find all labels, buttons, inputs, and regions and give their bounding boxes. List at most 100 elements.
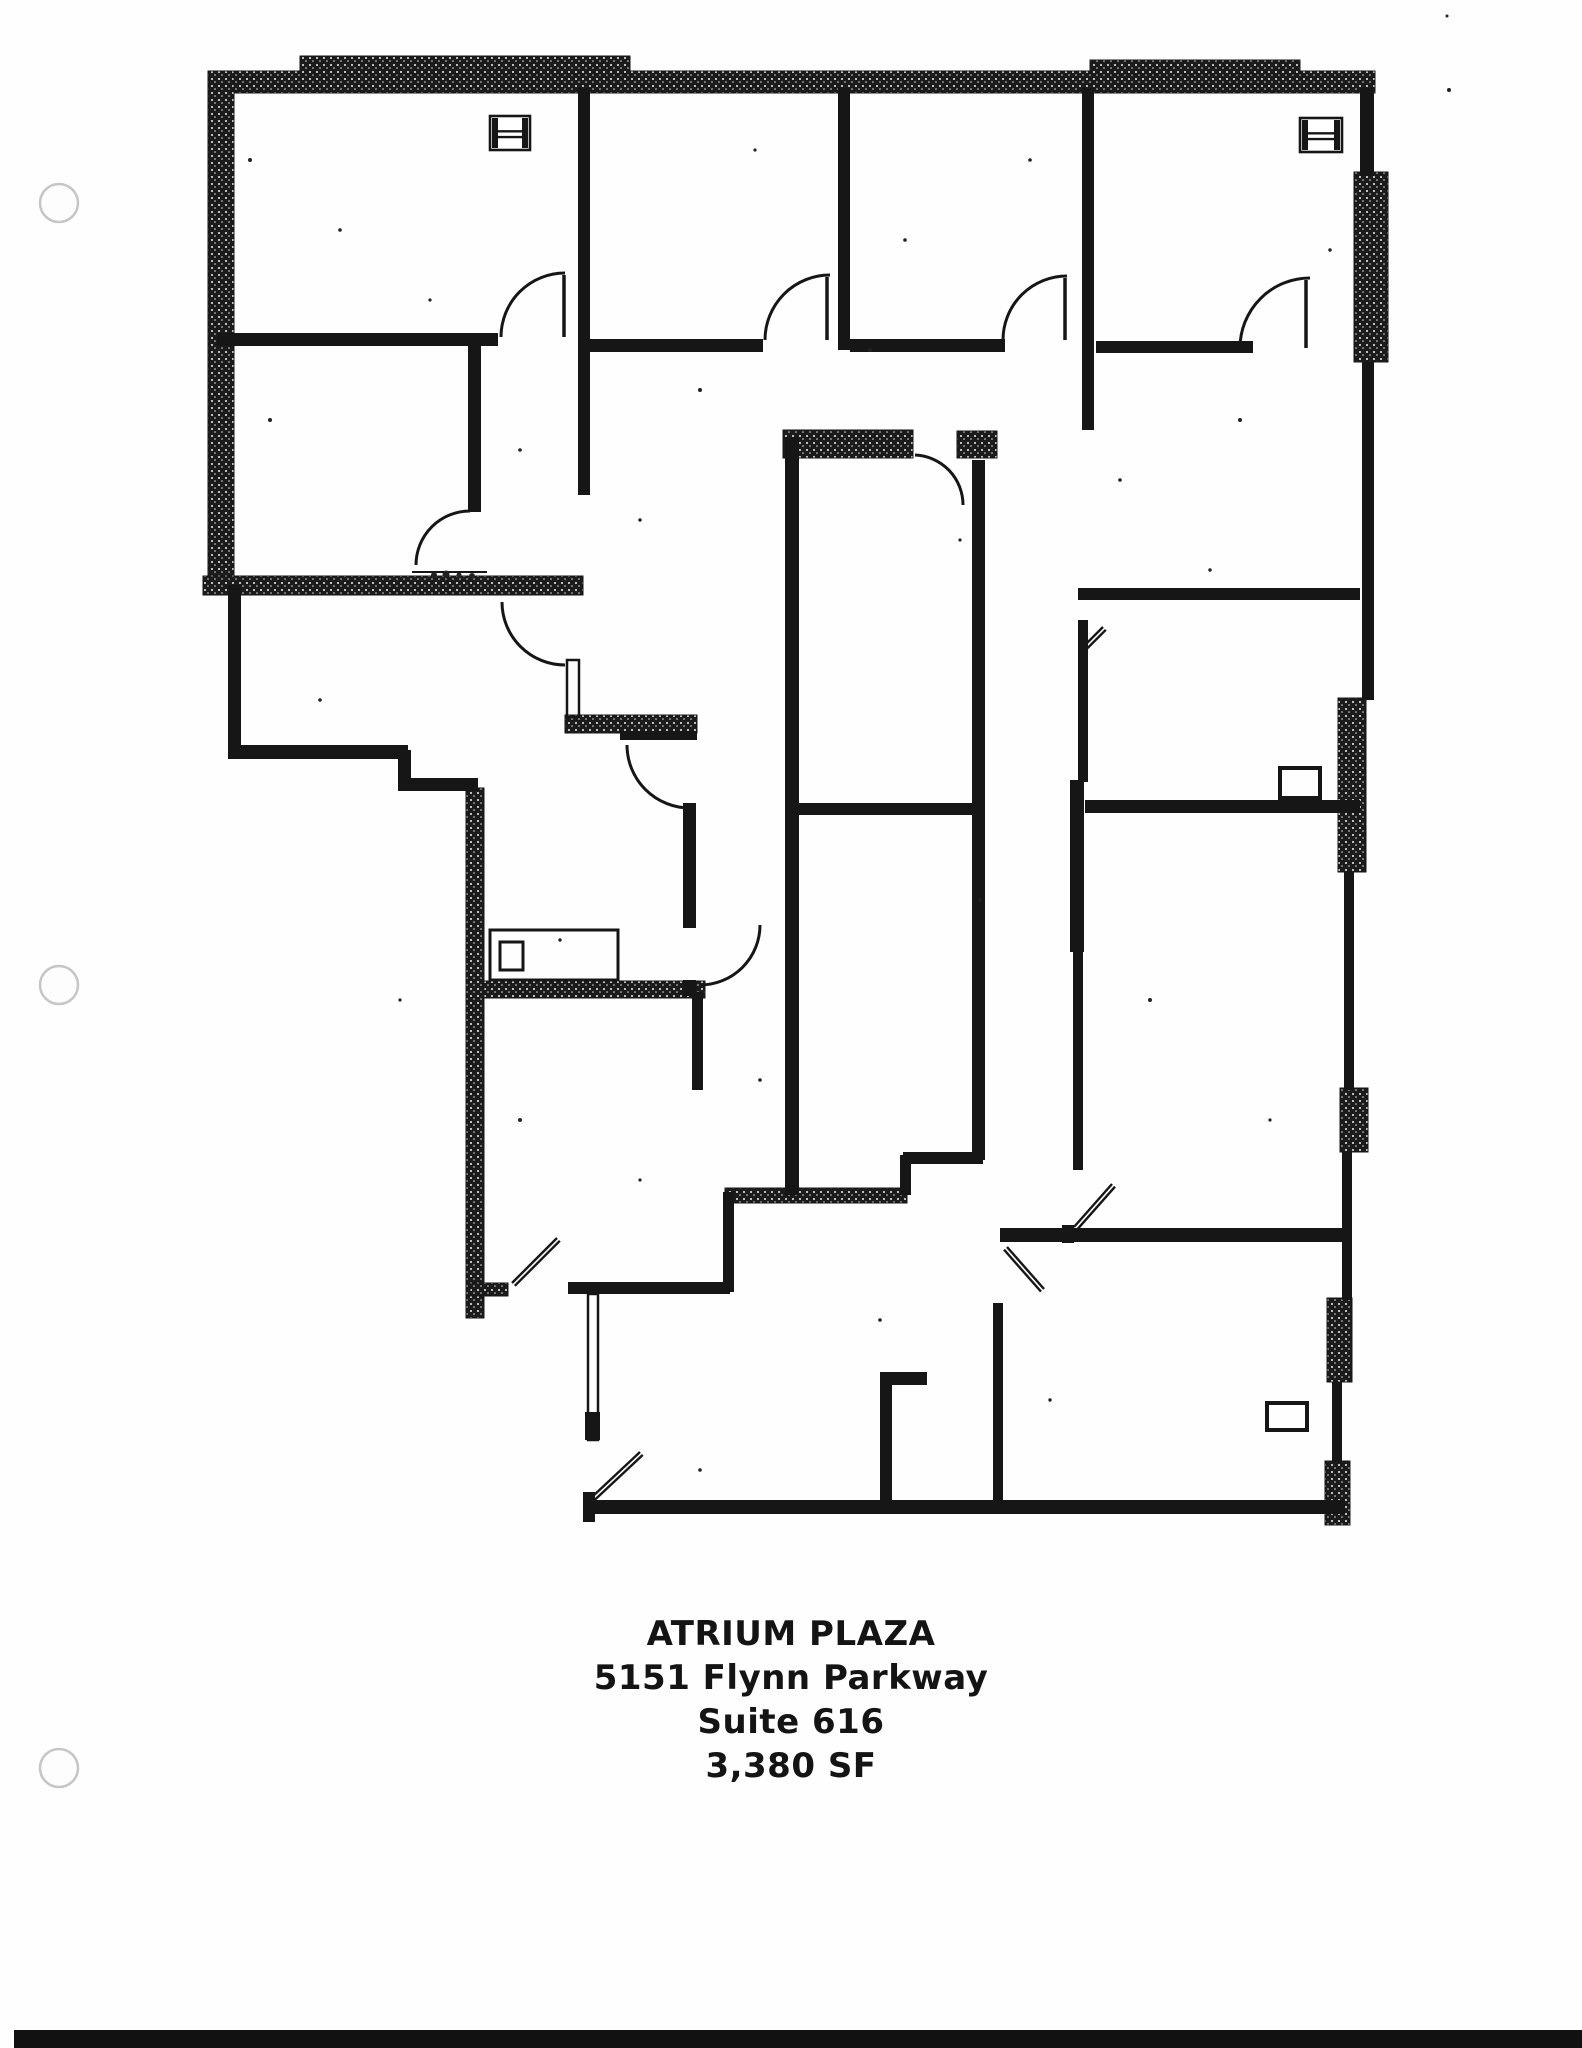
suite-number: Suite 616: [697, 1702, 885, 1742]
wall-hatched: [1339, 1087, 1369, 1153]
scan-noise-speck: [1208, 568, 1212, 572]
wall-hatched: [1353, 171, 1389, 363]
wall: [398, 778, 478, 791]
wall-hatched: [724, 1187, 908, 1204]
wall-hatched: [299, 55, 631, 75]
wall-hatched: [1337, 697, 1367, 873]
hole-punch: [38, 182, 80, 224]
wall: [1096, 341, 1253, 353]
scan-noise-speck: [268, 418, 272, 422]
wall: [795, 803, 975, 815]
wall-hatched: [202, 575, 584, 596]
wall-hatched: [1326, 1297, 1353, 1383]
door-leaf-open: [511, 1237, 558, 1284]
wall: [585, 1500, 1345, 1514]
wall-hatched: [564, 714, 698, 734]
window-icon: [1334, 120, 1340, 150]
wall: [1362, 362, 1374, 700]
street-address: 5151 Flynn Parkway: [593, 1658, 989, 1698]
wall: [468, 340, 481, 512]
scan-noise-speck: [758, 1078, 762, 1082]
scan-noise-speck: [469, 573, 475, 579]
wall-hatched: [782, 429, 914, 459]
scan-noise-speck: [1447, 88, 1451, 92]
wall: [1344, 872, 1354, 1090]
scan-noise-speck: [638, 518, 642, 522]
wall-hatched: [1324, 1460, 1351, 1526]
scan-noise-speck: [698, 1468, 702, 1472]
wall: [1062, 1225, 1074, 1243]
wall: [620, 731, 697, 740]
scan-noise-speck: [753, 148, 757, 152]
wall: [1073, 950, 1083, 1170]
counter-box: [498, 940, 525, 972]
door-swing-arc: [699, 924, 762, 987]
hole-punch: [38, 1747, 80, 1789]
wall: [1332, 1382, 1342, 1462]
wall: [683, 803, 696, 928]
scan-noise-speck: [903, 238, 907, 242]
scan-noise-speck: [868, 348, 872, 352]
wall-hatched: [1089, 59, 1301, 75]
wall-hatched: [207, 70, 235, 594]
door-leaf-open: [1006, 1246, 1045, 1290]
fixture-box: [1265, 1401, 1309, 1432]
door-swing-arc: [625, 744, 691, 810]
wall: [1078, 620, 1088, 782]
wall: [692, 992, 703, 1090]
scan-noise-speck: [442, 570, 450, 578]
square-footage: 3,380 SF: [705, 1746, 877, 1786]
window-icon: [492, 118, 498, 148]
scan-noise-speck: [428, 298, 432, 302]
door-leaf-open: [591, 1451, 641, 1498]
scan-noise-speck: [878, 1318, 882, 1322]
scan-noise-speck: [1118, 478, 1122, 482]
wall: [850, 339, 1005, 352]
wall: [723, 1192, 734, 1292]
building-name: ATRIUM PLAZA: [646, 1614, 936, 1654]
scan-noise-speck: [1238, 418, 1242, 422]
fixture-box: [1278, 766, 1322, 800]
scan-noise-speck: [468, 858, 472, 862]
door-leaf-open: [1003, 1248, 1042, 1293]
wall: [903, 1152, 983, 1164]
door-leaf-open: [513, 1239, 561, 1287]
wall: [1078, 588, 1360, 600]
wall-thin: [565, 658, 581, 719]
wall: [880, 1372, 927, 1385]
scan-noise-speck: [318, 698, 322, 702]
scan-noise-speck: [1148, 998, 1152, 1002]
scan-noise-speck: [518, 1118, 522, 1122]
door-swing-arc: [1001, 274, 1068, 341]
door-leaf-open: [1079, 626, 1104, 651]
door-swing-arc: [414, 509, 471, 566]
wall: [972, 460, 985, 1160]
wall-thin: [586, 1292, 600, 1442]
scan-noise-speck: [431, 572, 437, 578]
scan-noise-speck: [978, 898, 982, 902]
wall: [1360, 88, 1374, 176]
wall-hatched: [476, 980, 706, 999]
scan-noise-speck: [698, 388, 702, 392]
wall: [1342, 1152, 1352, 1300]
wall: [1000, 1228, 1345, 1242]
scan-noise-speck: [456, 572, 462, 578]
wall: [1070, 780, 1084, 952]
door-leaf-open: [1081, 628, 1107, 654]
wall: [217, 333, 498, 346]
scan-noise-speck: [1048, 1398, 1052, 1402]
wall: [1085, 800, 1360, 813]
wall: [900, 1155, 911, 1195]
wall: [578, 339, 763, 352]
wall: [228, 745, 408, 759]
scan-noise-speck: [1445, 14, 1449, 18]
wall: [785, 437, 799, 1195]
door-leaf-open: [1076, 1185, 1116, 1231]
scan-noise-speck: [1028, 158, 1032, 162]
scan-noise-speck: [518, 448, 522, 452]
wall: [578, 88, 590, 495]
wall-hatched: [469, 1282, 509, 1297]
wall: [228, 585, 241, 757]
plan-caption: ATRIUM PLAZA 5151 Flynn Parkway Suite 61…: [0, 1612, 1582, 1788]
door-swing-arc: [500, 601, 566, 667]
